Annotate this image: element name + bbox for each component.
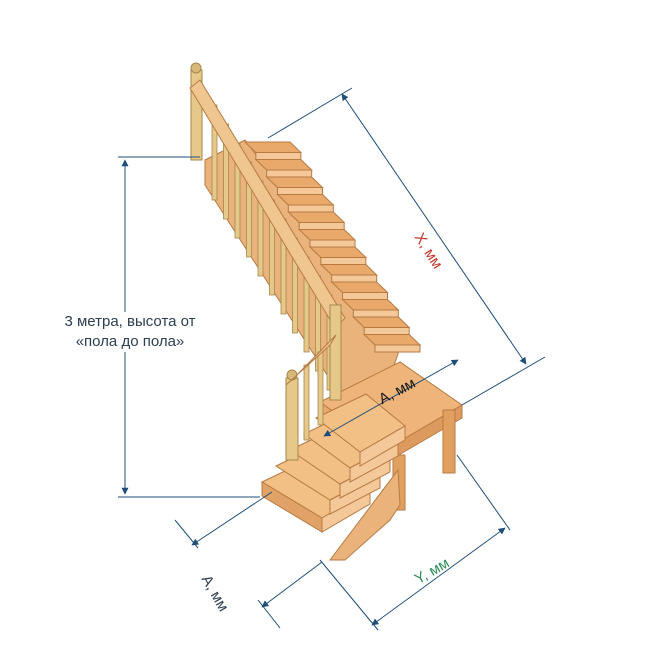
height-label-line1: 3 метра, высота от [64, 313, 196, 330]
upper-riser [309, 239, 356, 248]
lower-step-side [261, 481, 323, 533]
y-ext-right [456, 454, 511, 531]
height-label-line2: «пола до пола» [75, 333, 185, 350]
upper-riser [363, 327, 410, 335]
upper-riser [287, 204, 334, 213]
lower-railing [285, 334, 337, 461]
upper-riser [374, 344, 421, 353]
lower-stringer [328, 468, 401, 561]
x-ext-top [267, 87, 353, 139]
x-dim-line [341, 93, 527, 365]
a-bottom-dim-line-2 [261, 561, 323, 608]
upper-riser [298, 222, 345, 230]
baluster [303, 364, 310, 441]
y-ext-left [319, 559, 379, 631]
height-label: 3 метра, высота от «пола до пола» [40, 312, 220, 352]
landing-leg-right [442, 409, 456, 474]
mid-newel-post [329, 304, 342, 401]
y-dim-line [371, 527, 506, 626]
lower-newel-post [285, 377, 299, 461]
upper-riser [320, 257, 367, 265]
a-top-dim-line [323, 359, 459, 437]
upper-riser [255, 152, 302, 160]
a-bottom-ext-right [257, 599, 281, 629]
baluster [317, 351, 324, 426]
upper-riser [266, 169, 313, 178]
lower-newel-cap [286, 369, 298, 381]
upper-riser [277, 187, 323, 195]
upper-riser [331, 274, 378, 283]
upper-riser [342, 292, 388, 300]
x-ext-bottom [461, 356, 546, 406]
lower-handrail [285, 334, 337, 386]
lower-flight [260, 393, 406, 561]
top-newel-cap [190, 62, 202, 74]
upper-riser [352, 309, 399, 318]
a-bottom-dim-line [191, 491, 273, 546]
